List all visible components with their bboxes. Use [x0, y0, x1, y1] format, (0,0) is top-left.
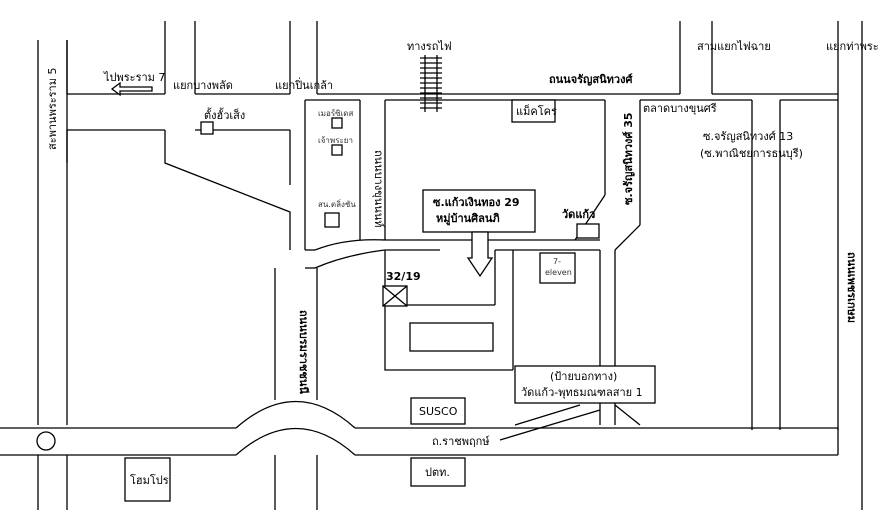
label-rama5: สะพานพระราม 5 [46, 68, 59, 150]
label-soi-charan-35: ซ.จรัญสนิทวงศ์ 35 [622, 112, 635, 205]
label-phet-kasem: ถนนเพชรเกษม [845, 252, 858, 323]
building-seven-eleven [539, 252, 576, 284]
label-ptt: ปตท. [425, 466, 450, 479]
label-pin-klao-intersection: แยกปิ่นเกล้า [275, 77, 333, 92]
label-bang-khun-non-market: ตลาดบางขุนศรี [643, 102, 717, 115]
label-seven-eleven-line2: eleven [545, 268, 572, 277]
label-wat-kaeo: วัดแก้ว [562, 208, 595, 221]
label-borommaratchachonnani: ถนนบรมราชชนนี [297, 310, 310, 394]
sign-box [514, 365, 656, 404]
label-railway: ทางรถไฟ [407, 40, 452, 53]
label-small-3: สน.ตลิ่งชัน [318, 198, 356, 209]
building-small-2 [331, 144, 343, 156]
building-home-pro [124, 457, 171, 502]
label-tang-hua-seng: ตั้งฮั้วเส็ง [204, 107, 245, 122]
label-seven-eleven-line1: 7- [553, 257, 561, 266]
building-small-3 [324, 212, 340, 228]
building-small-1 [331, 117, 343, 129]
road-network [0, 21, 863, 510]
label-makro: แม็คโคร [516, 104, 557, 118]
label-home-pro: โฮมโปร [130, 473, 169, 487]
building-susco [410, 397, 466, 425]
destination-callout [422, 189, 536, 278]
label-bang-khun-non-road: ถนนบางขุนนนท์ [372, 150, 385, 228]
label-ratchaphruek: ถ.ราชพฤกษ์ [432, 435, 490, 448]
label-bang-phlat-intersection: แยกบางพลัด [173, 79, 233, 92]
building-tang-hua-seng [200, 121, 214, 135]
sign-line1: (ป้ายบอกทาง) [550, 370, 617, 383]
label-soi-charan-13: ซ.จรัญสนิทวงศ์ 13 [703, 130, 793, 143]
label-soi-phanitchayakan: (ซ.พาณิชยการธนบุรี) [700, 147, 803, 160]
label-small-1: เมอร์ซิเดส [318, 108, 353, 118]
building-ptt [410, 457, 466, 487]
house-number: 32/19 [386, 270, 421, 283]
building-wat-kaeo [576, 223, 600, 239]
building-block [409, 322, 494, 352]
arrow-to-rama7-icon [110, 81, 153, 97]
label-charan-sanitwong: ถนนจรัญสนิทวงศ์ [549, 73, 633, 86]
house-marker-icon [382, 285, 408, 307]
railway-track [420, 55, 442, 112]
building-makro [511, 99, 556, 123]
label-susco: SUSCO [419, 405, 458, 418]
destination-line1: ซ.แก้วเงินทอง 29 [433, 196, 520, 209]
destination-line2: หมู่บ้านศิลนภิ [436, 212, 500, 226]
label-tha-phra-intersection: แยกท่าพระ [826, 40, 879, 53]
sign-line2: วัดแก้ว-พุทธมณฑลสาย 1 [521, 386, 643, 399]
label-small-2: เจ้าพระยา [318, 136, 353, 145]
label-sam-yaek-fai-chai: สามแยกไฟฉาย [697, 40, 771, 53]
label-to-rama7: ไปพระราม 7 [103, 71, 165, 84]
